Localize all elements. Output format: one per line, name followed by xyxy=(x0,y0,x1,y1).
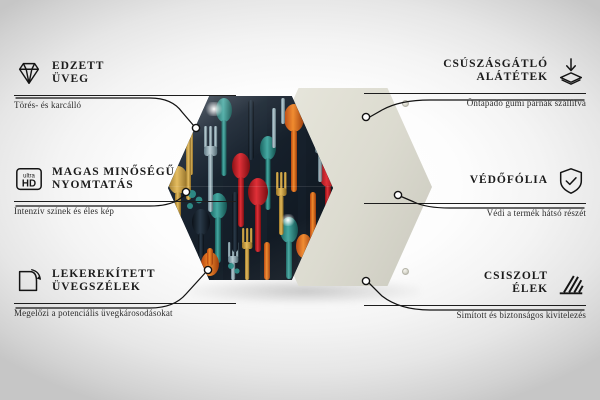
feature-divider xyxy=(364,305,586,306)
glass-glint xyxy=(204,102,224,116)
feature-title: MAGAS MINŐSÉGŰ NYOMTATÁS xyxy=(52,165,175,192)
panel-seam xyxy=(168,186,333,188)
feature-header: EDZETT ÜVEG xyxy=(14,54,236,92)
feature-title: VÉDŐFÓLIA xyxy=(469,174,548,187)
feature-title: CSÚSZÁSGÁTLÓ ALÁTÉTEK xyxy=(443,57,548,84)
feature-polished-edges: CSISZOLT ÉLEK Simított és biztonságos ki… xyxy=(364,264,586,321)
feature-divider xyxy=(14,95,236,96)
feature-subtitle: Simított és biztonságos kivitelezés xyxy=(456,310,586,320)
feature-protective-foil: VÉDŐFÓLIA Védi a termék hátsó részét xyxy=(364,162,586,219)
feature-header: VÉDŐFÓLIA xyxy=(364,162,586,200)
feature-header: LEKEREKÍTETT ÜVEGSZÉLEK xyxy=(14,262,236,300)
feature-header: CSÚSZÁSGÁTLÓ ALÁTÉTEK xyxy=(364,52,586,90)
feature-subtitle: Törés- és karcálló xyxy=(14,100,82,110)
feature-title: EDZETT ÜVEG xyxy=(52,59,105,86)
rubber-pad xyxy=(402,268,409,275)
feature-divider xyxy=(14,201,236,202)
badge-text-hd: HD xyxy=(22,179,36,190)
rounded-corner-icon xyxy=(18,269,41,292)
diamond-icon xyxy=(18,62,40,85)
hatched-edge-icon xyxy=(559,275,584,295)
press-down-pad-icon xyxy=(559,58,583,85)
feature-subtitle: Megelőzi a potenciális üvegkárosodásokat xyxy=(14,308,173,318)
feature-print-quality: ultra HD MAGAS MINŐSÉGŰ NYOMTATÁS Intenz… xyxy=(14,160,236,217)
feature-title: LEKEREKÍTETT ÜVEGSZÉLEK xyxy=(52,267,156,294)
feature-header: CSISZOLT ÉLEK xyxy=(364,264,586,302)
feature-header: ultra HD MAGAS MINŐSÉGŰ NYOMTATÁS xyxy=(14,160,236,198)
feature-rounded-edges: LEKEREKÍTETT ÜVEGSZÉLEK Megelőzi a poten… xyxy=(14,262,236,319)
feature-anti-slip-pads: CSÚSZÁSGÁTLÓ ALÁTÉTEK Öntapadó gumi párn… xyxy=(364,52,586,109)
feature-divider xyxy=(14,303,236,304)
feature-subtitle: Védi a termék hátsó részét xyxy=(486,208,586,218)
feature-title: CSISZOLT ÉLEK xyxy=(483,269,548,296)
feature-subtitle: Intenzív színek és éles kép xyxy=(14,206,115,216)
feature-tempered-glass: EDZETT ÜVEG Törés- és karcálló xyxy=(14,54,236,111)
feature-divider xyxy=(364,93,586,94)
feature-divider xyxy=(364,203,586,204)
shield-check-icon xyxy=(559,168,583,194)
ultra-hd-badge-icon: ultra HD xyxy=(16,167,42,191)
badge-text-ultra: ultra xyxy=(23,174,35,180)
feature-subtitle: Öntapadó gumi párnák szállítva xyxy=(466,98,586,108)
glass-glint xyxy=(280,214,296,226)
